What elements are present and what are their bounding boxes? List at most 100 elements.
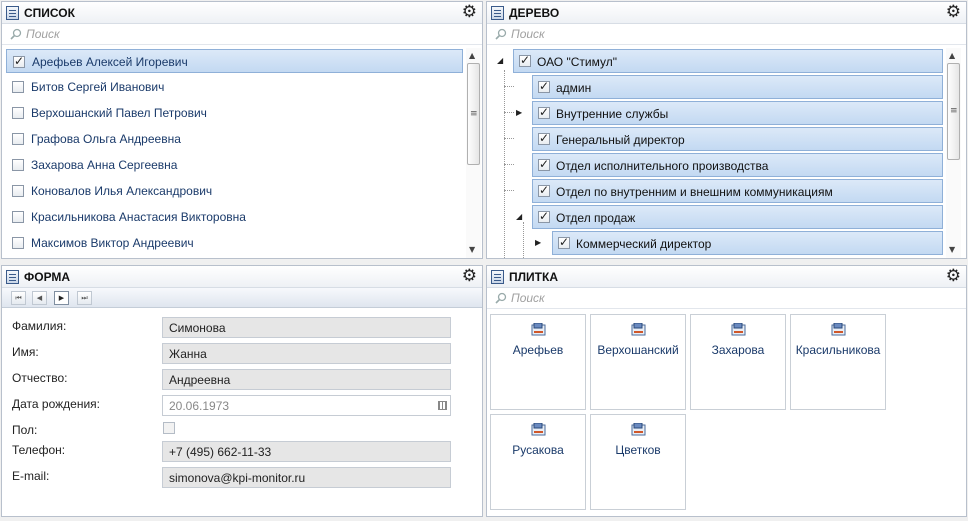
tree-panel-icon: [491, 6, 504, 20]
search-icon: [495, 28, 507, 40]
list-search-input[interactable]: [26, 26, 326, 42]
tile-item[interactable]: Красильникова: [790, 314, 886, 410]
tree-node-checkbox[interactable]: [538, 105, 550, 119]
expand-icon[interactable]: ▶: [535, 238, 542, 247]
tree-connector: [504, 164, 514, 165]
tile-item[interactable]: Арефьев: [490, 314, 586, 410]
last-record-icon[interactable]: ⏭: [77, 291, 92, 305]
list-item[interactable]: Битов Сергей Иванович: [6, 75, 463, 99]
list-item-checkbox[interactable]: [12, 159, 24, 171]
form-panel: ФОРМА ⚙ ⏮ ◀ ▶ ⏭ Фамилия: Симонова Имя: Ж…: [1, 265, 483, 517]
scroll-down-icon[interactable]: ▼: [469, 245, 476, 254]
tree-node-label: Коммерческий директор: [576, 237, 712, 251]
tree-settings-gear-icon[interactable]: ⚙: [945, 2, 961, 22]
tree-node[interactable]: Внутренние службы: [532, 101, 943, 125]
tiles-search-input[interactable]: [511, 290, 811, 306]
tree-node-checkbox[interactable]: [538, 131, 550, 145]
tree-node-label: админ: [556, 81, 592, 95]
tile-item[interactable]: Верхошанский: [590, 314, 686, 410]
list-item[interactable]: Захарова Анна Сергеевна: [6, 153, 463, 177]
tile-item[interactable]: Захарова: [690, 314, 786, 410]
birth-date-label: Дата рождения:: [12, 397, 100, 411]
record-navigation-bar: ⏮ ◀ ▶ ⏭: [2, 288, 482, 308]
list-item[interactable]: Верхошанский Павел Петрович: [6, 101, 463, 125]
list-settings-gear-icon[interactable]: ⚙: [461, 2, 477, 22]
collapse-icon[interactable]: ◢: [497, 56, 504, 65]
list-item-checkbox[interactable]: [12, 107, 24, 119]
phone-label: Телефон:: [12, 443, 66, 457]
first-name-field[interactable]: Жанна: [162, 343, 451, 364]
tile-label: Арефьев: [512, 343, 564, 357]
calendar-icon[interactable]: [438, 401, 447, 410]
person-card-icon: [731, 323, 746, 336]
list-item-checkbox[interactable]: [12, 237, 24, 249]
list-item-checkbox[interactable]: [13, 54, 25, 68]
tree-node-checkbox[interactable]: [538, 183, 550, 197]
tile-label: Русакова: [512, 443, 564, 457]
tree-node-label: ОАО "Стимул": [537, 55, 617, 69]
grip-icon: ≡: [950, 106, 958, 116]
list-scrollbar-thumb[interactable]: ≡: [467, 63, 480, 165]
list-scrollbar[interactable]: ▲ ≡ ▼: [466, 48, 481, 258]
prev-record-icon[interactable]: ◀: [32, 291, 47, 305]
tiles-panel-header: ПЛИТКА ⚙: [487, 266, 966, 288]
list-item[interactable]: Максимов Виктор Андреевич: [6, 231, 463, 255]
first-record-icon[interactable]: ⏮: [11, 291, 26, 305]
tree-node-checkbox[interactable]: [519, 53, 531, 67]
next-record-icon[interactable]: ▶: [54, 291, 69, 305]
tree-node[interactable]: Отдел исполнительного производства: [532, 153, 943, 177]
form-panel-icon: [6, 270, 19, 284]
person-card-icon: [631, 423, 646, 436]
email-field[interactable]: simonova@kpi-monitor.ru: [162, 467, 451, 488]
tree-node[interactable]: Генеральный директор: [532, 127, 943, 151]
tile-item[interactable]: Цветков: [590, 414, 686, 510]
tree-node-checkbox[interactable]: [538, 157, 550, 171]
tiles-settings-gear-icon[interactable]: ⚙: [945, 266, 961, 286]
collapse-icon[interactable]: ◢: [516, 212, 523, 221]
tree-node-checkbox[interactable]: [538, 79, 550, 93]
gender-checkbox[interactable]: [163, 422, 175, 434]
tree-connector: [504, 138, 514, 139]
tree-scrollbar-thumb[interactable]: ≡: [947, 63, 960, 160]
tree-node[interactable]: Коммерческий директор: [552, 231, 943, 255]
form-panel-title: ФОРМА: [24, 270, 71, 284]
list-item[interactable]: Графова Ольга Андреевна: [6, 127, 463, 151]
patronymic-field[interactable]: Андреевна: [162, 369, 451, 390]
tree-node-checkbox[interactable]: [558, 235, 570, 249]
scroll-up-icon[interactable]: ▲: [469, 51, 476, 60]
list-item-checkbox[interactable]: [12, 185, 24, 197]
list-item[interactable]: Красильникова Анастасия Викторовна: [6, 205, 463, 229]
list-item[interactable]: Коновалов Илья Александрович: [6, 179, 463, 203]
tree-search-input[interactable]: [511, 26, 811, 42]
tree-node-checkbox[interactable]: [538, 209, 550, 223]
tiles-panel: ПЛИТКА ⚙ Арефьев Верхошанский Захарова К…: [486, 265, 967, 517]
tree-node-label: Генеральный директор: [556, 133, 685, 147]
list-panel-title: СПИСОК: [24, 6, 75, 20]
birth-date-field[interactable]: 20.06.1973: [162, 395, 451, 416]
scroll-down-icon[interactable]: ▼: [949, 245, 956, 254]
tile-item[interactable]: Русакова: [490, 414, 586, 510]
tree-panel-title: ДЕРЕВО: [509, 6, 560, 20]
list-item-label: Графова Ольга Андреевна: [31, 132, 181, 146]
phone-field[interactable]: +7 (495) 662-11-33: [162, 441, 451, 462]
scroll-up-icon[interactable]: ▲: [949, 51, 956, 60]
tree-scrollbar[interactable]: ▲ ≡ ▼: [946, 48, 961, 258]
expand-icon[interactable]: ▶: [516, 108, 523, 117]
tile-label: Красильникова: [795, 343, 881, 357]
form-settings-gear-icon[interactable]: ⚙: [461, 266, 477, 286]
tree-node[interactable]: Отдел продаж: [532, 205, 943, 229]
list-item[interactable]: Арефьев Алексей Игоревич: [6, 49, 463, 73]
tree-node[interactable]: Отдел по внутренним и внешним коммуникац…: [532, 179, 943, 203]
person-card-icon: [531, 423, 546, 436]
list-item-checkbox[interactable]: [12, 133, 24, 145]
last-name-field[interactable]: Симонова: [162, 317, 451, 338]
tree-node[interactable]: админ: [532, 75, 943, 99]
tree-node[interactable]: ОАО "Стимул": [513, 49, 943, 73]
list-item-label: Битов Сергей Иванович: [31, 80, 165, 94]
list-item-label: Максимов Виктор Андреевич: [31, 236, 194, 250]
list-panel-icon: [6, 6, 19, 20]
list-item-label: Захарова Анна Сергеевна: [31, 158, 178, 172]
list-item-checkbox[interactable]: [12, 81, 24, 93]
list-search-bar: [2, 24, 482, 45]
list-item-checkbox[interactable]: [12, 211, 24, 223]
